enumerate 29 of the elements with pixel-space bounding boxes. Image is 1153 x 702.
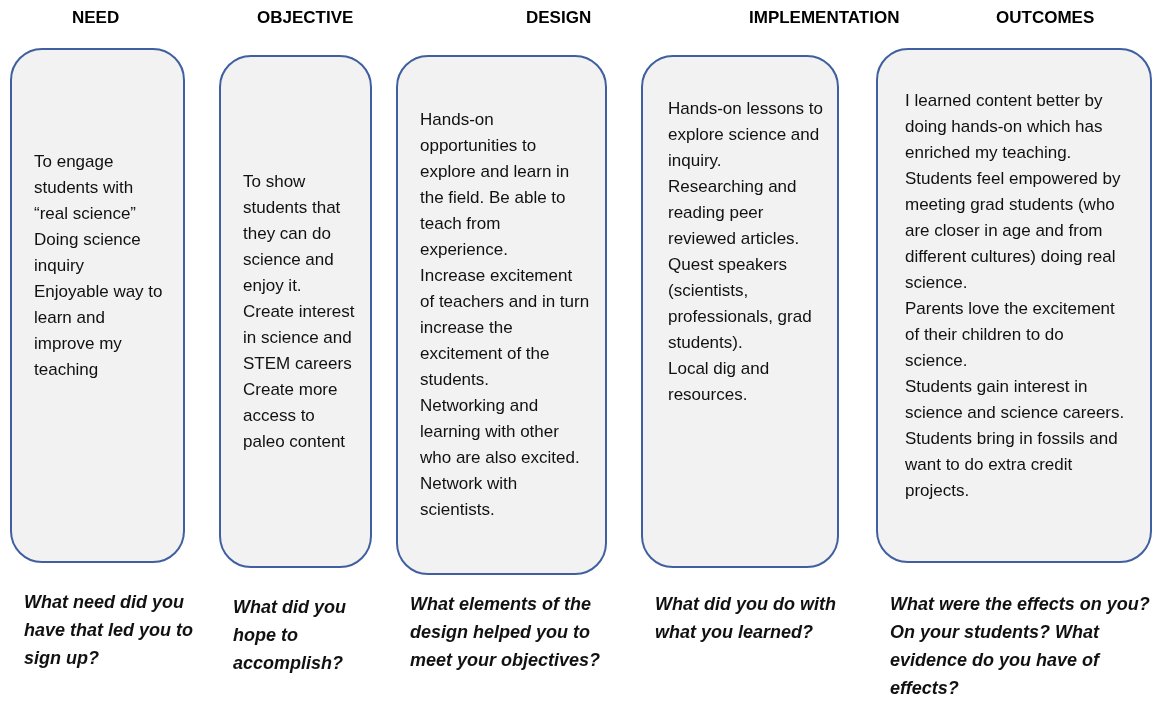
box-text: Parents love the excitement of their children to do science. [905, 297, 1116, 372]
box-text: Create more access to paleo content [243, 378, 347, 453]
box-text: Increase excitement of teachers and in turn increase the excitement of the students. [420, 265, 591, 391]
column-heading: IMPLEMENTATION [749, 8, 900, 28]
box-text: Enjoyable way to learn and improve my teaching [34, 280, 164, 381]
guiding-question: What elements of the design helped you to meet your objectives? [410, 593, 602, 672]
box-text: Local dig and resources. [668, 357, 771, 406]
box-text: Students gain interest in science and science careers. [905, 375, 1126, 424]
box-text: To engage students with “real science” [34, 150, 138, 225]
box-text: Network with scientists. [420, 473, 519, 521]
box-text: To show students that they can do science and enjoy it. [243, 170, 342, 297]
box-text: Create interest in science and STEM careers [243, 300, 356, 375]
box-text: Networking and learning with other who are also excited. [420, 395, 581, 469]
box-text: Researching and reading peer reviewed articles. [668, 175, 801, 250]
box-text: Students feel empowered by meeting grad students (who are closer in age and from different cultures) doing real science. [905, 167, 1122, 294]
box-text: Hands-on opportunities to explore and learn in the field. Be able to teach from experience. [420, 109, 571, 261]
guiding-question: What did you hope to accomplish? [233, 596, 347, 675]
column-heading: DESIGN [526, 8, 592, 28]
box-text: Quest speakers (scientists, professionals, grad students). [668, 253, 813, 354]
guiding-question: What did you do with what you learned? [655, 593, 837, 644]
box-text: Students bring in fossils and want to do extra credit projects. [905, 427, 1119, 502]
box-text: Doing science inquiry [34, 228, 142, 277]
guiding-question: What were the effects on you? On your students? What evidence do you have of effects? [890, 593, 1151, 700]
column-heading: NEED [72, 8, 120, 28]
column-heading: OUTCOMES [996, 8, 1095, 28]
guiding-question: What need did you have that led you to sign up? [24, 591, 195, 670]
box-text: Hands-on lessons to explore science and inquiry. [668, 97, 823, 172]
column-heading: OBJECTIVE [257, 8, 354, 28]
box-text: I learned content better by doing hands-on which has enriched my teaching. [905, 89, 1104, 164]
